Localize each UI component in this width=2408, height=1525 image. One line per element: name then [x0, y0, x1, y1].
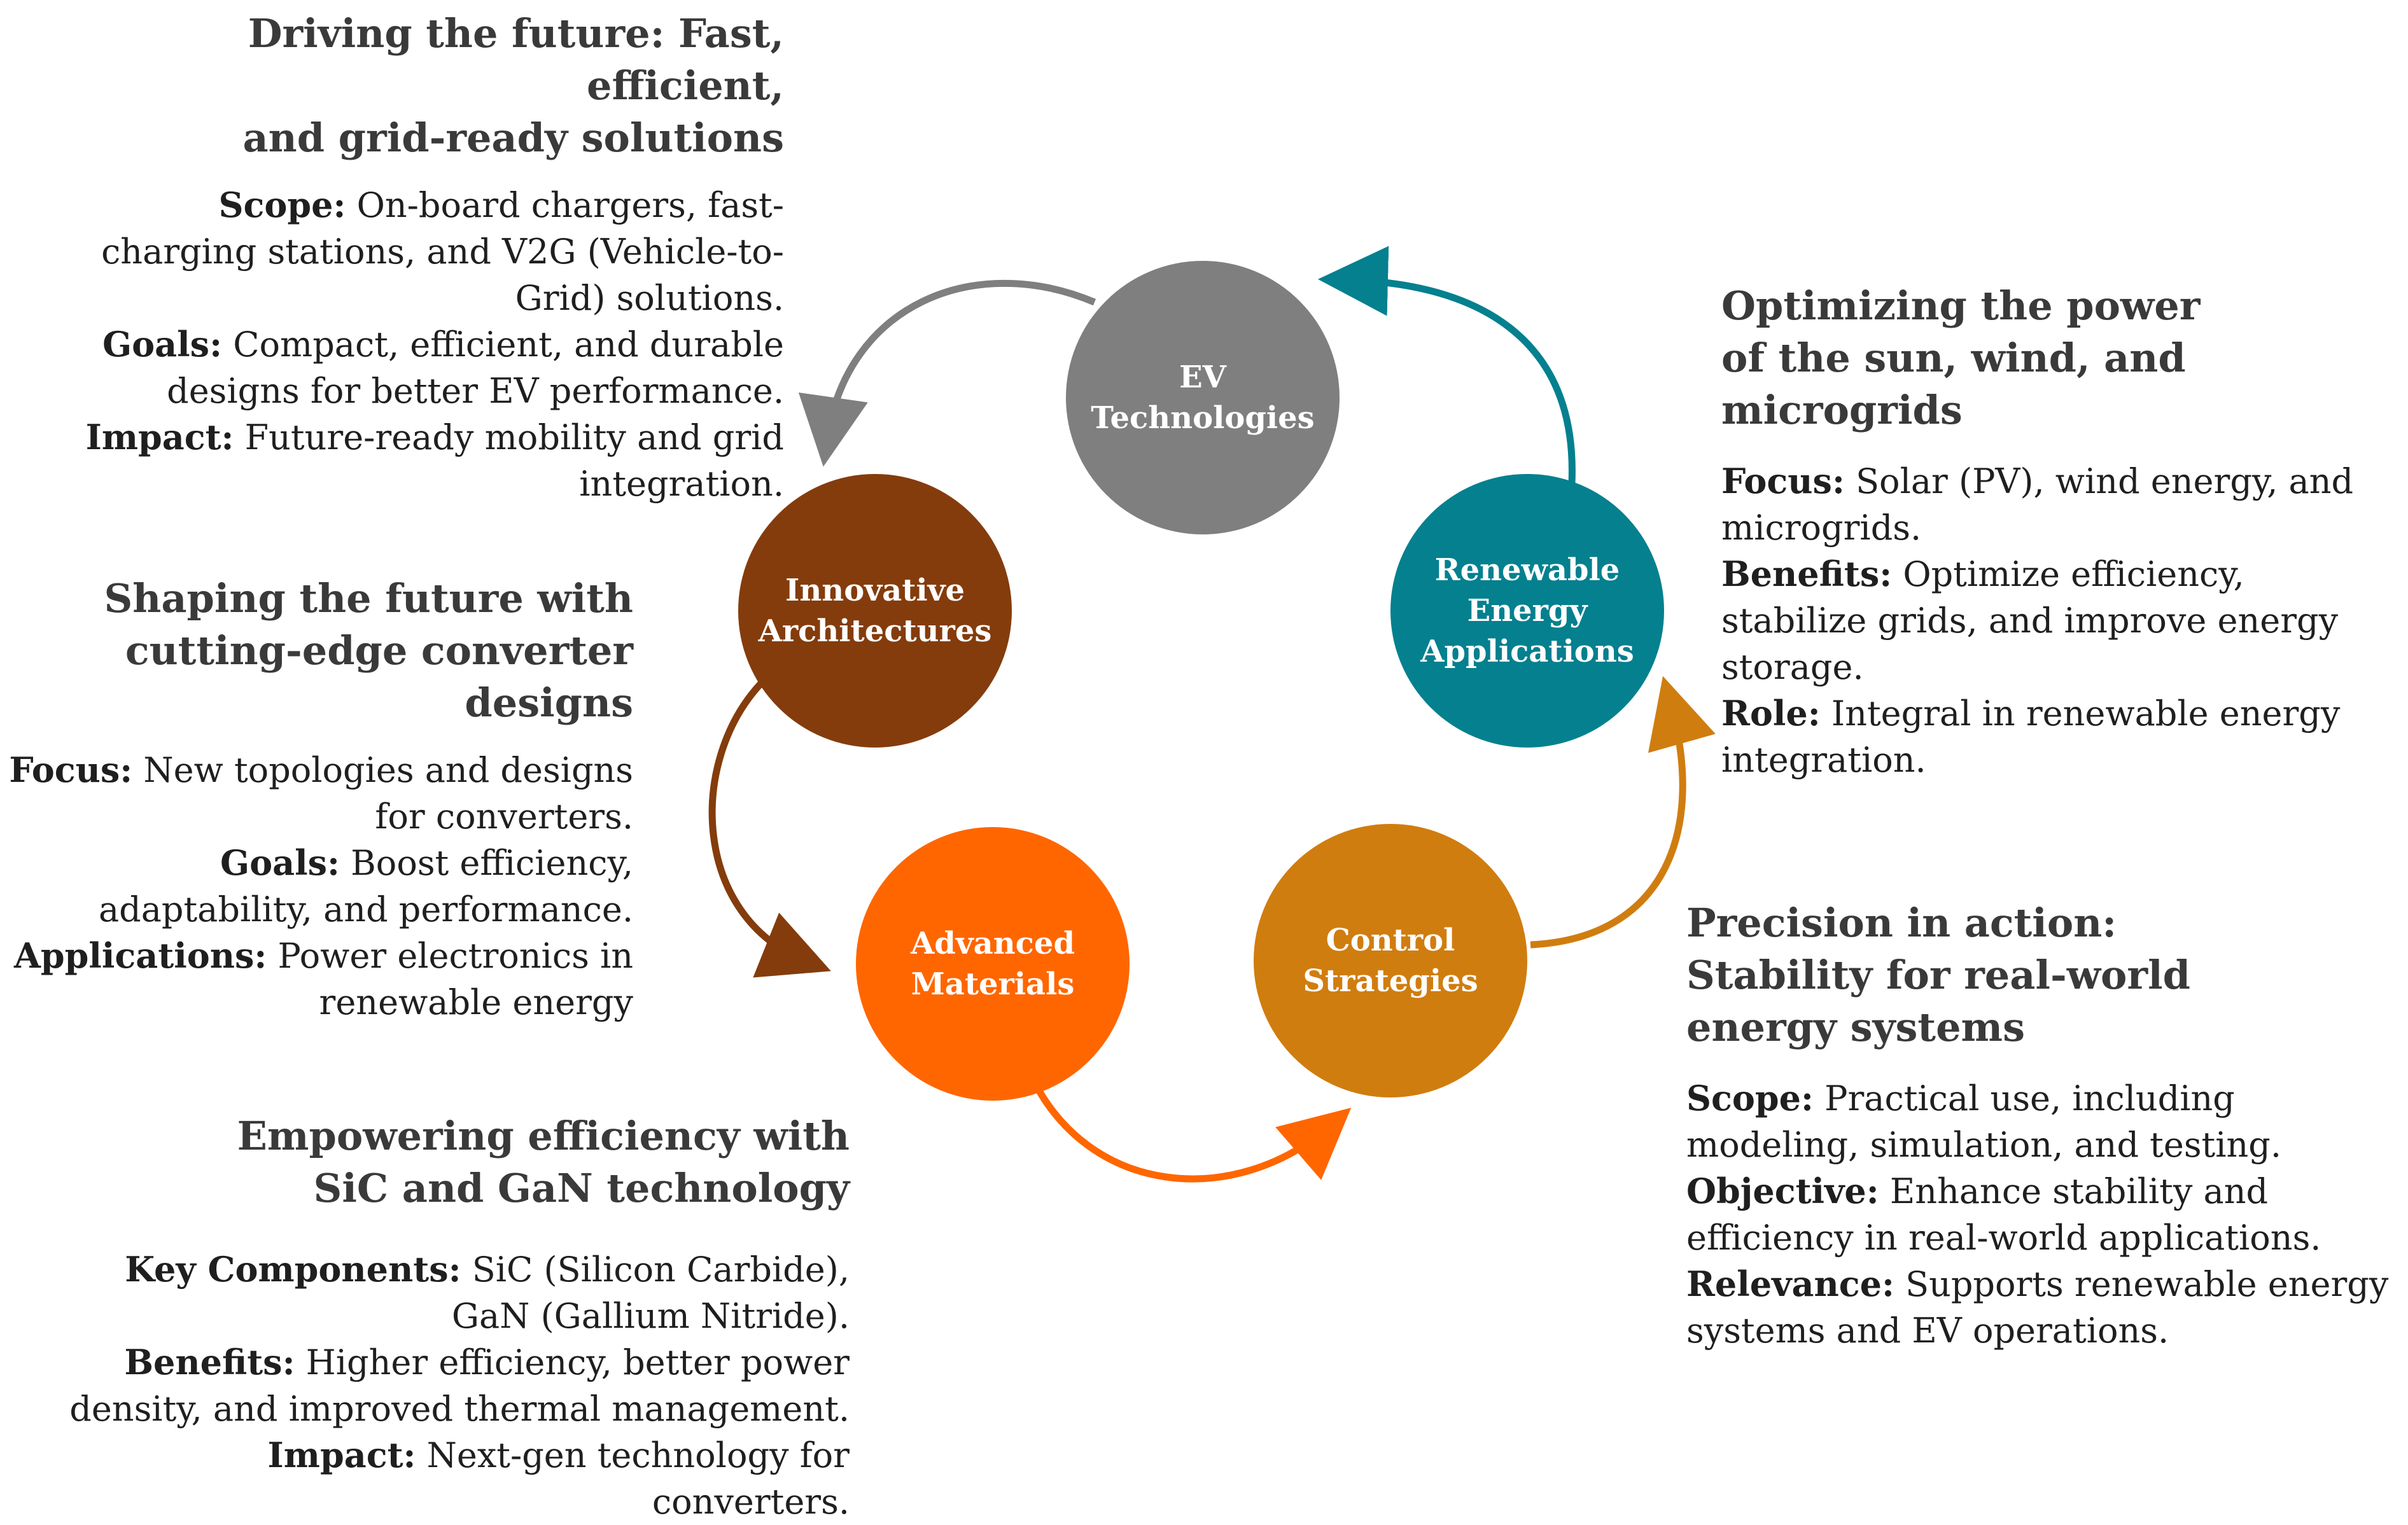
- item-key: Key Components:: [125, 1249, 461, 1290]
- item-key: Benefits:: [124, 1342, 295, 1382]
- panel-ev-item: Impact: Future-ready mobility and grid i…: [76, 414, 784, 507]
- item-text: Supports renewable energy systems and EV…: [1686, 1264, 2389, 1351]
- item-text: SiC (Silicon Carbide), GaN (Gallium Nitr…: [451, 1250, 850, 1336]
- panel-ev-technologies: Driving the future: Fast, efficient, and…: [76, 8, 784, 507]
- panel-innovative-heading: Shaping the future with cutting-edge con…: [104, 575, 634, 726]
- panel-innovative-item: Goals: Boost efficiency, adaptability, a…: [6, 840, 633, 933]
- arrow-control-to-renewable: [1530, 676, 1716, 949]
- node-advanced-materials: Advanced Materials: [856, 827, 1130, 1101]
- item-text: Practical use, including modeling, simul…: [1686, 1078, 2282, 1165]
- arrow-innovative-to-advanced: [708, 681, 831, 978]
- node-ev-technologies: EV Technologies: [1066, 261, 1340, 534]
- item-key: Scope:: [218, 185, 346, 225]
- item-key: Benefits:: [1721, 554, 1893, 594]
- item-key: Scope:: [1686, 1078, 1814, 1118]
- panel-control-heading: Precision in action: Stability for real-…: [1686, 900, 2190, 1050]
- item-key: Objective:: [1686, 1171, 1879, 1211]
- node-advanced-label: Advanced Materials: [910, 926, 1075, 1002]
- arrow-ev-to-innovative: [798, 279, 1096, 467]
- node-renewable-energy-applications: Renewable Energy Applications: [1390, 474, 1664, 748]
- panel-advanced-materials: Empowering efficiency with SiC and GaN t…: [64, 1110, 850, 1525]
- panel-ev-item: Goals: Compact, efficient, and durable d…: [76, 321, 784, 414]
- item-text: Enhance stability and efficiency in real…: [1686, 1171, 2321, 1258]
- item-key: Goals:: [102, 324, 223, 365]
- panel-control-item: Relevance: Supports renewable energy sys…: [1686, 1261, 2393, 1354]
- item-text: Future-ready mobility and grid integrati…: [244, 417, 784, 504]
- panel-advanced-item: Impact: Next-gen technology for converte…: [64, 1432, 850, 1525]
- item-key: Impact:: [85, 417, 234, 457]
- panel-control-item: Scope: Practical use, including modeling…: [1686, 1075, 2393, 1168]
- panel-innovative-item: Applications: Power electronics in renew…: [6, 933, 633, 1026]
- item-key: Role:: [1721, 693, 1821, 734]
- item-text: Optimize efficiency, stabilize grids, an…: [1721, 554, 2339, 687]
- panel-innovative-item: Focus: New topologies and designs for co…: [6, 747, 633, 840]
- item-key: Goals:: [220, 842, 340, 883]
- panel-advanced-item: Key Components: SiC (Silicon Carbide), G…: [64, 1246, 850, 1339]
- item-text: Boost efficiency, adaptability, and perf…: [98, 843, 633, 930]
- item-text: New topologies and designs for converter…: [143, 750, 633, 837]
- panel-advanced-heading: Empowering efficiency with SiC and GaN t…: [237, 1113, 850, 1211]
- item-key: Applications:: [13, 935, 267, 976]
- item-text: Compact, efficient, and durable designs …: [167, 324, 784, 411]
- panel-ev-heading: Driving the future: Fast, efficient, and…: [242, 10, 784, 161]
- node-ev-label: EV Technologies: [1091, 359, 1315, 436]
- item-key: Focus:: [9, 749, 133, 790]
- node-control-strategies: Control Strategies: [1254, 824, 1527, 1097]
- item-text: Solar (PV), wind energy, and microgrids.: [1721, 461, 2354, 548]
- arrow-advanced-to-control: [1028, 1073, 1352, 1183]
- panel-renewable-heading: Optimizing the power of the sun, wind, a…: [1721, 282, 2201, 433]
- item-key: Relevance:: [1686, 1264, 1894, 1304]
- item-text: Next-gen technology for converters.: [426, 1435, 850, 1522]
- item-text: On-board chargers, fast-charging station…: [101, 185, 784, 318]
- panel-renewable-item: Focus: Solar (PV), wind energy, and micr…: [1721, 458, 2396, 551]
- item-text: Power electronics in renewable energy: [277, 936, 633, 1022]
- panel-control-strategies: Precision in action: Stability for real-…: [1686, 897, 2393, 1354]
- node-control-label: Control Strategies: [1303, 923, 1478, 999]
- item-key: Impact:: [267, 1435, 416, 1475]
- node-renewable-label: Renewable Energy Applications: [1420, 552, 1634, 669]
- panel-renewable-item: Role: Integral in renewable energy integ…: [1721, 690, 2396, 783]
- item-key: Focus:: [1721, 461, 1845, 501]
- panel-innovative-architectures: Shaping the future with cutting-edge con…: [6, 573, 633, 1026]
- item-text: Integral in renewable energy integration…: [1721, 693, 2341, 780]
- item-text: Higher efficiency, better power density,…: [69, 1342, 850, 1429]
- panel-control-item: Objective: Enhance stability and efficie…: [1686, 1168, 2393, 1261]
- panel-advanced-item: Benefits: Higher efficiency, better powe…: [64, 1339, 850, 1432]
- panel-renewable-energy: Optimizing the power of the sun, wind, a…: [1721, 280, 2396, 783]
- panel-renewable-item: Benefits: Optimize efficiency, stabilize…: [1721, 551, 2396, 690]
- node-innovative-label: Innovative Architectures: [758, 573, 992, 649]
- panel-ev-item: Scope: On-board chargers, fast-charging …: [76, 182, 784, 321]
- node-innovative-architectures: Innovative Architectures: [738, 474, 1012, 748]
- arrow-renewable-to-ev: [1318, 246, 1576, 484]
